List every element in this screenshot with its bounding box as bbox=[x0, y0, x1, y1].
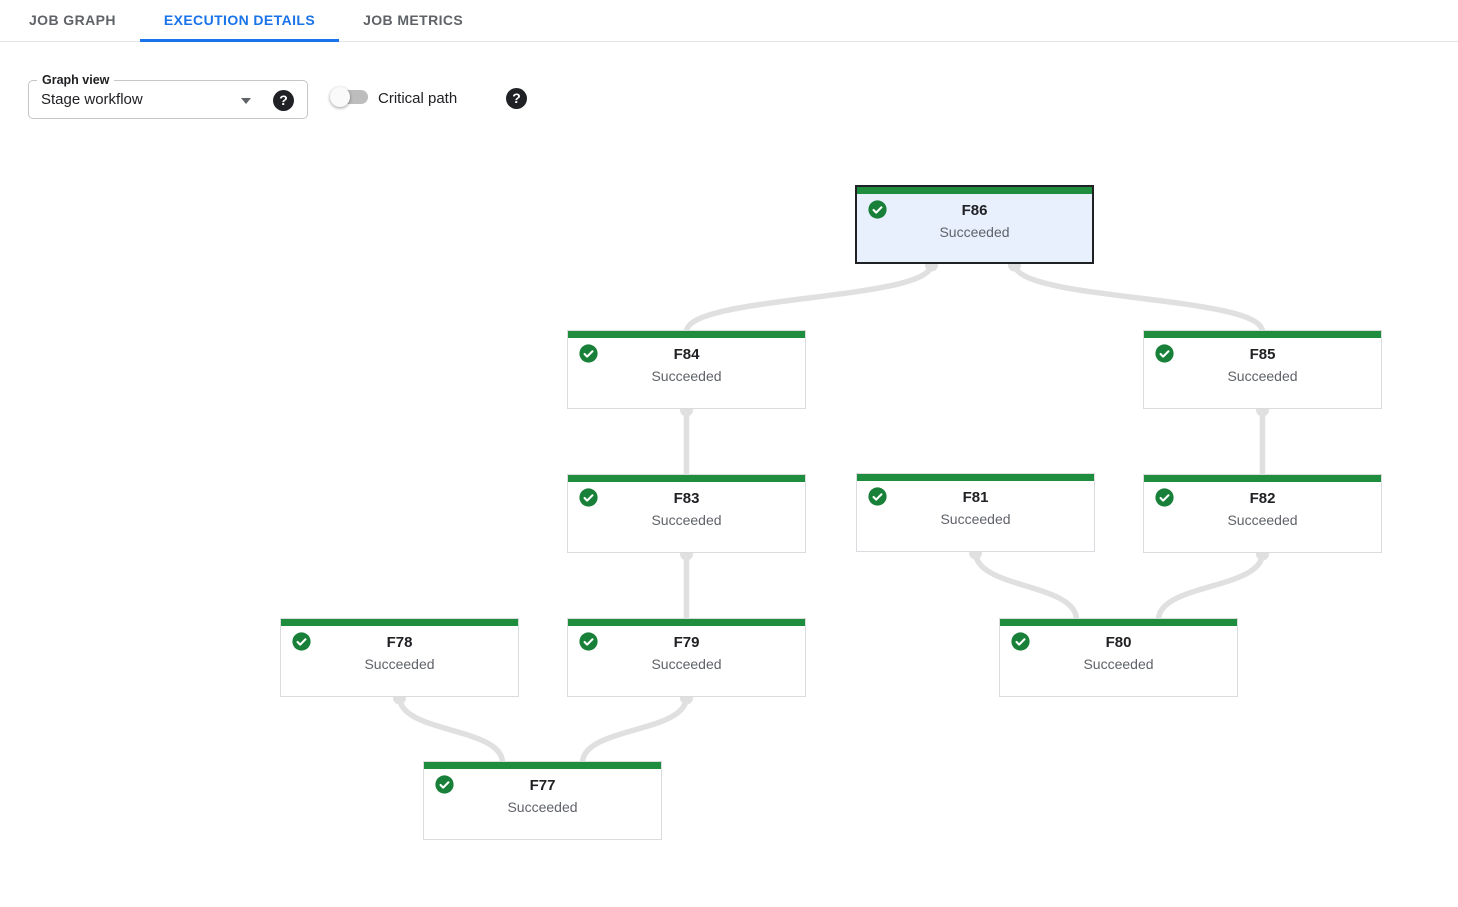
stage-node-f78[interactable]: F78 Succeeded bbox=[280, 618, 519, 697]
node-status: Succeeded bbox=[364, 656, 435, 672]
check-circle-icon bbox=[868, 487, 887, 506]
critical-path-toggle[interactable] bbox=[330, 87, 368, 107]
toggle-knob bbox=[330, 87, 350, 107]
node-status-bar bbox=[424, 762, 661, 769]
node-title: F85 bbox=[1249, 346, 1276, 363]
node-title: F81 bbox=[962, 489, 989, 506]
node-title: F82 bbox=[1249, 490, 1276, 507]
check-circle-icon bbox=[579, 488, 598, 507]
node-status: Succeeded bbox=[1227, 512, 1298, 528]
node-title: F77 bbox=[529, 777, 556, 794]
check-circle-icon bbox=[1155, 488, 1174, 507]
tab-job-graph[interactable]: JOB GRAPH bbox=[29, 12, 116, 28]
node-status: Succeeded bbox=[651, 656, 722, 672]
stage-node-f86[interactable]: F86 Succeeded bbox=[855, 185, 1094, 264]
stage-node-f82[interactable]: F82 Succeeded bbox=[1143, 474, 1382, 553]
check-circle-icon bbox=[579, 344, 598, 363]
node-title: F80 bbox=[1105, 634, 1132, 651]
node-status: Succeeded bbox=[507, 799, 578, 815]
node-status-bar bbox=[568, 619, 805, 626]
stage-node-f81[interactable]: F81 Succeeded bbox=[856, 473, 1095, 552]
node-status: Succeeded bbox=[651, 512, 722, 528]
stage-node-f83[interactable]: F83 Succeeded bbox=[567, 474, 806, 553]
node-status: Succeeded bbox=[1083, 656, 1154, 672]
node-status-bar bbox=[857, 187, 1092, 194]
node-status-bar bbox=[1144, 475, 1381, 482]
node-title: F86 bbox=[961, 202, 988, 219]
tab-job-metrics[interactable]: JOB METRICS bbox=[363, 12, 464, 28]
check-circle-icon bbox=[292, 632, 311, 651]
tab-bar: JOB GRAPH EXECUTION DETAILS JOB METRICS bbox=[0, 0, 1458, 42]
check-circle-icon bbox=[579, 632, 598, 651]
stage-node-f80[interactable]: F80 Succeeded bbox=[999, 618, 1238, 697]
node-title: F83 bbox=[673, 490, 700, 507]
stage-node-f77[interactable]: F77 Succeeded bbox=[423, 761, 662, 840]
node-status-bar bbox=[1144, 331, 1381, 338]
edge-f86-f85 bbox=[1011, 261, 1266, 335]
graph-view-help-icon[interactable]: ? bbox=[273, 90, 294, 111]
check-circle-icon bbox=[868, 200, 887, 219]
node-title: F84 bbox=[673, 346, 700, 363]
node-status: Succeeded bbox=[939, 224, 1010, 240]
tab-execution-details[interactable]: EXECUTION DETAILS bbox=[139, 0, 340, 42]
graph-view-value: Stage workflow bbox=[41, 91, 143, 108]
node-title: F78 bbox=[386, 634, 413, 651]
critical-path-help-icon[interactable]: ? bbox=[506, 88, 527, 109]
node-status-bar bbox=[1000, 619, 1237, 626]
node-status: Succeeded bbox=[1227, 368, 1298, 384]
graph-view-select[interactable]: Graph view Stage workflow ? bbox=[28, 72, 308, 119]
node-title: F79 bbox=[673, 634, 700, 651]
node-status-bar bbox=[857, 474, 1094, 481]
edge-f82-f80 bbox=[1155, 550, 1266, 623]
dropdown-caret-icon bbox=[241, 98, 251, 104]
stage-node-f79[interactable]: F79 Succeeded bbox=[567, 618, 806, 697]
node-status: Succeeded bbox=[940, 511, 1011, 527]
edge-f81-f80 bbox=[972, 549, 1080, 623]
edge-f86-f84 bbox=[683, 261, 935, 335]
node-status: Succeeded bbox=[651, 368, 722, 384]
stage-node-f85[interactable]: F85 Succeeded bbox=[1143, 330, 1382, 409]
check-circle-icon bbox=[435, 775, 454, 794]
check-circle-icon bbox=[1155, 344, 1174, 363]
node-status-bar bbox=[568, 475, 805, 482]
node-status-bar bbox=[281, 619, 518, 626]
node-status-bar bbox=[568, 331, 805, 338]
check-circle-icon bbox=[1011, 632, 1030, 651]
graph-view-label: Graph view bbox=[37, 72, 115, 88]
stage-node-f84[interactable]: F84 Succeeded bbox=[567, 330, 806, 409]
edge-f78-f77 bbox=[396, 694, 506, 766]
edge-f79-f77 bbox=[579, 694, 690, 766]
critical-path-label: Critical path bbox=[378, 90, 458, 107]
